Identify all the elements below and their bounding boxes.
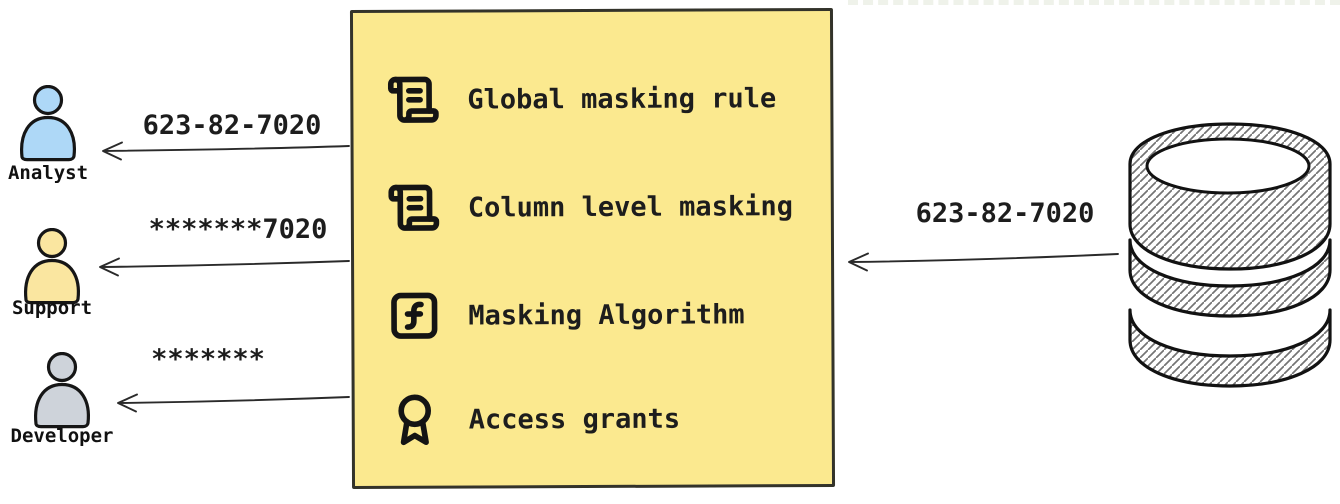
support-flow-value: *******7020 xyxy=(148,214,328,245)
analyst-body xyxy=(20,115,76,162)
database-bottom-segment xyxy=(1128,308,1332,388)
support-body xyxy=(24,258,80,305)
analyst-flow-value: 623-82-7020 xyxy=(142,110,322,141)
canvas-dashed-edge xyxy=(848,0,1340,5)
developer-label: Developer xyxy=(10,425,114,447)
analyst-person-icon xyxy=(20,85,76,162)
support-person-icon xyxy=(24,228,80,305)
arrow-box-to-analyst xyxy=(102,141,350,161)
masking-box-row-global-rule: Global masking rule xyxy=(385,69,776,129)
developer-flow-value: ******* xyxy=(151,344,265,375)
developer-body xyxy=(34,382,90,429)
masking-rules-box: Global masking rule Column level masking xyxy=(349,7,836,490)
masking-box-row-column-masking: Column level masking xyxy=(386,177,793,237)
analyst-label: Analyst xyxy=(7,162,89,184)
scroll-text-icon xyxy=(385,72,441,128)
database-middle-segment xyxy=(1128,238,1332,318)
analyst-head xyxy=(32,85,64,116)
function-square-icon xyxy=(386,288,442,344)
arrow-box-to-support xyxy=(99,257,350,277)
scroll-text-icon xyxy=(386,180,442,236)
masking-box-row-access-grants: Access grants xyxy=(387,390,681,449)
developer-head xyxy=(46,352,78,383)
database-top-opening xyxy=(1145,137,1311,195)
masking-algorithm-label: Masking Algorithm xyxy=(468,298,745,332)
arrow-database-to-box xyxy=(848,252,1119,272)
access-grants-label: Access grants xyxy=(468,403,681,436)
arrow-box-to-developer xyxy=(117,393,350,413)
global-masking-rule-label: Global masking rule xyxy=(467,82,777,116)
database-flow-value: 623-82-7020 xyxy=(915,198,1095,229)
database-cylinder-icon xyxy=(1128,122,1332,388)
column-level-masking-label: Column level masking xyxy=(467,190,793,224)
support-label: Support xyxy=(11,297,93,319)
masking-box-row-algorithm: Masking Algorithm xyxy=(386,285,745,345)
support-head xyxy=(36,228,68,259)
award-icon xyxy=(387,392,443,448)
developer-person-icon xyxy=(34,352,90,429)
